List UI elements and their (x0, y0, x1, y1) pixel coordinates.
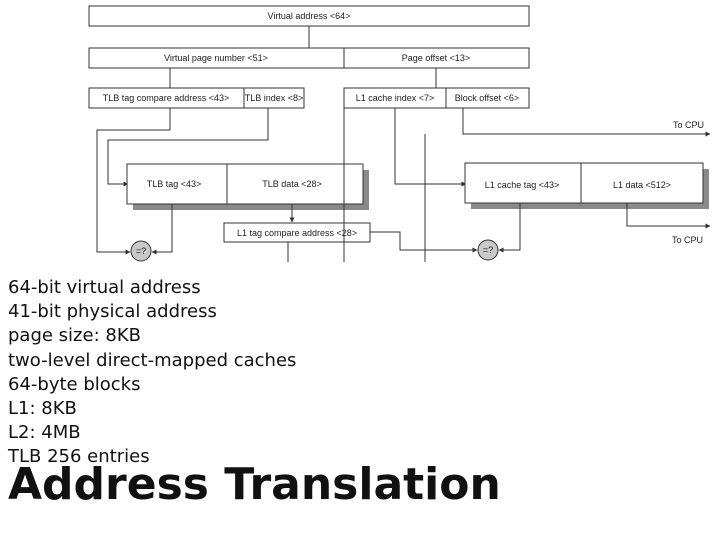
page-offset-box: Page offset <13> (343, 47, 530, 69)
slide-title: Address Translation (8, 459, 501, 510)
l1-data-label: L1 data <512> (613, 180, 671, 190)
virtual-address-label: Virtual address <64> (268, 11, 351, 21)
spec-item: page size: 8KB (8, 325, 141, 347)
l1-cache-index-box: L1 cache index <7> (343, 87, 447, 109)
spec-item: L1: 8KB (8, 398, 77, 420)
spec-item: TLB 256 entries (8, 446, 150, 468)
tlb-data-label: TLB data <28> (262, 179, 322, 189)
to-cpu-top-label: To CPU (673, 120, 704, 130)
address-translation-diagram: Virtual address <64> Virtual page number… (88, 5, 711, 262)
spec-item: 64-byte blocks (8, 373, 141, 395)
to-cpu-bottom-label: To CPU (672, 235, 703, 245)
l1-cache-block: L1 cache tag <43> L1 data <512> (464, 162, 709, 209)
spec-item: 64-bit virtual address (8, 277, 201, 298)
tlb-tag-comparator: =? (130, 240, 152, 262)
tlb-index-label: TLB index <8> (245, 93, 304, 103)
tlb-tag-compare-address-label: TLB tag compare address <43> (103, 93, 230, 103)
tlb-index-box: TLB index <8> (243, 87, 305, 109)
virtual-page-number-label: Virtual page number <51> (164, 53, 268, 63)
spec-item: L2: 4MB (8, 422, 81, 444)
l1-tag-compare-address-box: L1 tag compare address <28> (223, 222, 371, 243)
l1-tag-compare-address-label: L1 tag compare address <28> (237, 228, 357, 238)
l1-cache-index-label: L1 cache index <7> (356, 93, 435, 103)
block-offset-label: Block offset <6> (455, 93, 519, 103)
virtual-address-box: Virtual address <64> (88, 5, 530, 27)
spec-item: 41-bit physical address (8, 301, 217, 323)
tlb-tag-compare-address-box: TLB tag compare address <43> (88, 87, 245, 109)
page-offset-label: Page offset <13> (402, 53, 470, 63)
virtual-page-number-box: Virtual page number <51> (88, 47, 345, 69)
tlb-block: TLB tag <43> TLB data <28> (126, 163, 369, 210)
tlb-tag-label: TLB tag <43> (147, 179, 202, 189)
spec-item: two-level direct-mapped caches (8, 349, 297, 371)
l1-tag-comparator: =? (477, 239, 499, 261)
tlb-comparator-label: =? (136, 246, 146, 256)
l1-cache-tag-label: L1 cache tag <43> (485, 180, 560, 190)
block-offset-box: Block offset <6> (445, 87, 530, 109)
specs-list: 64-bit virtual address 41-bit physical a… (8, 276, 296, 470)
l1-comparator-label: =? (483, 245, 493, 255)
